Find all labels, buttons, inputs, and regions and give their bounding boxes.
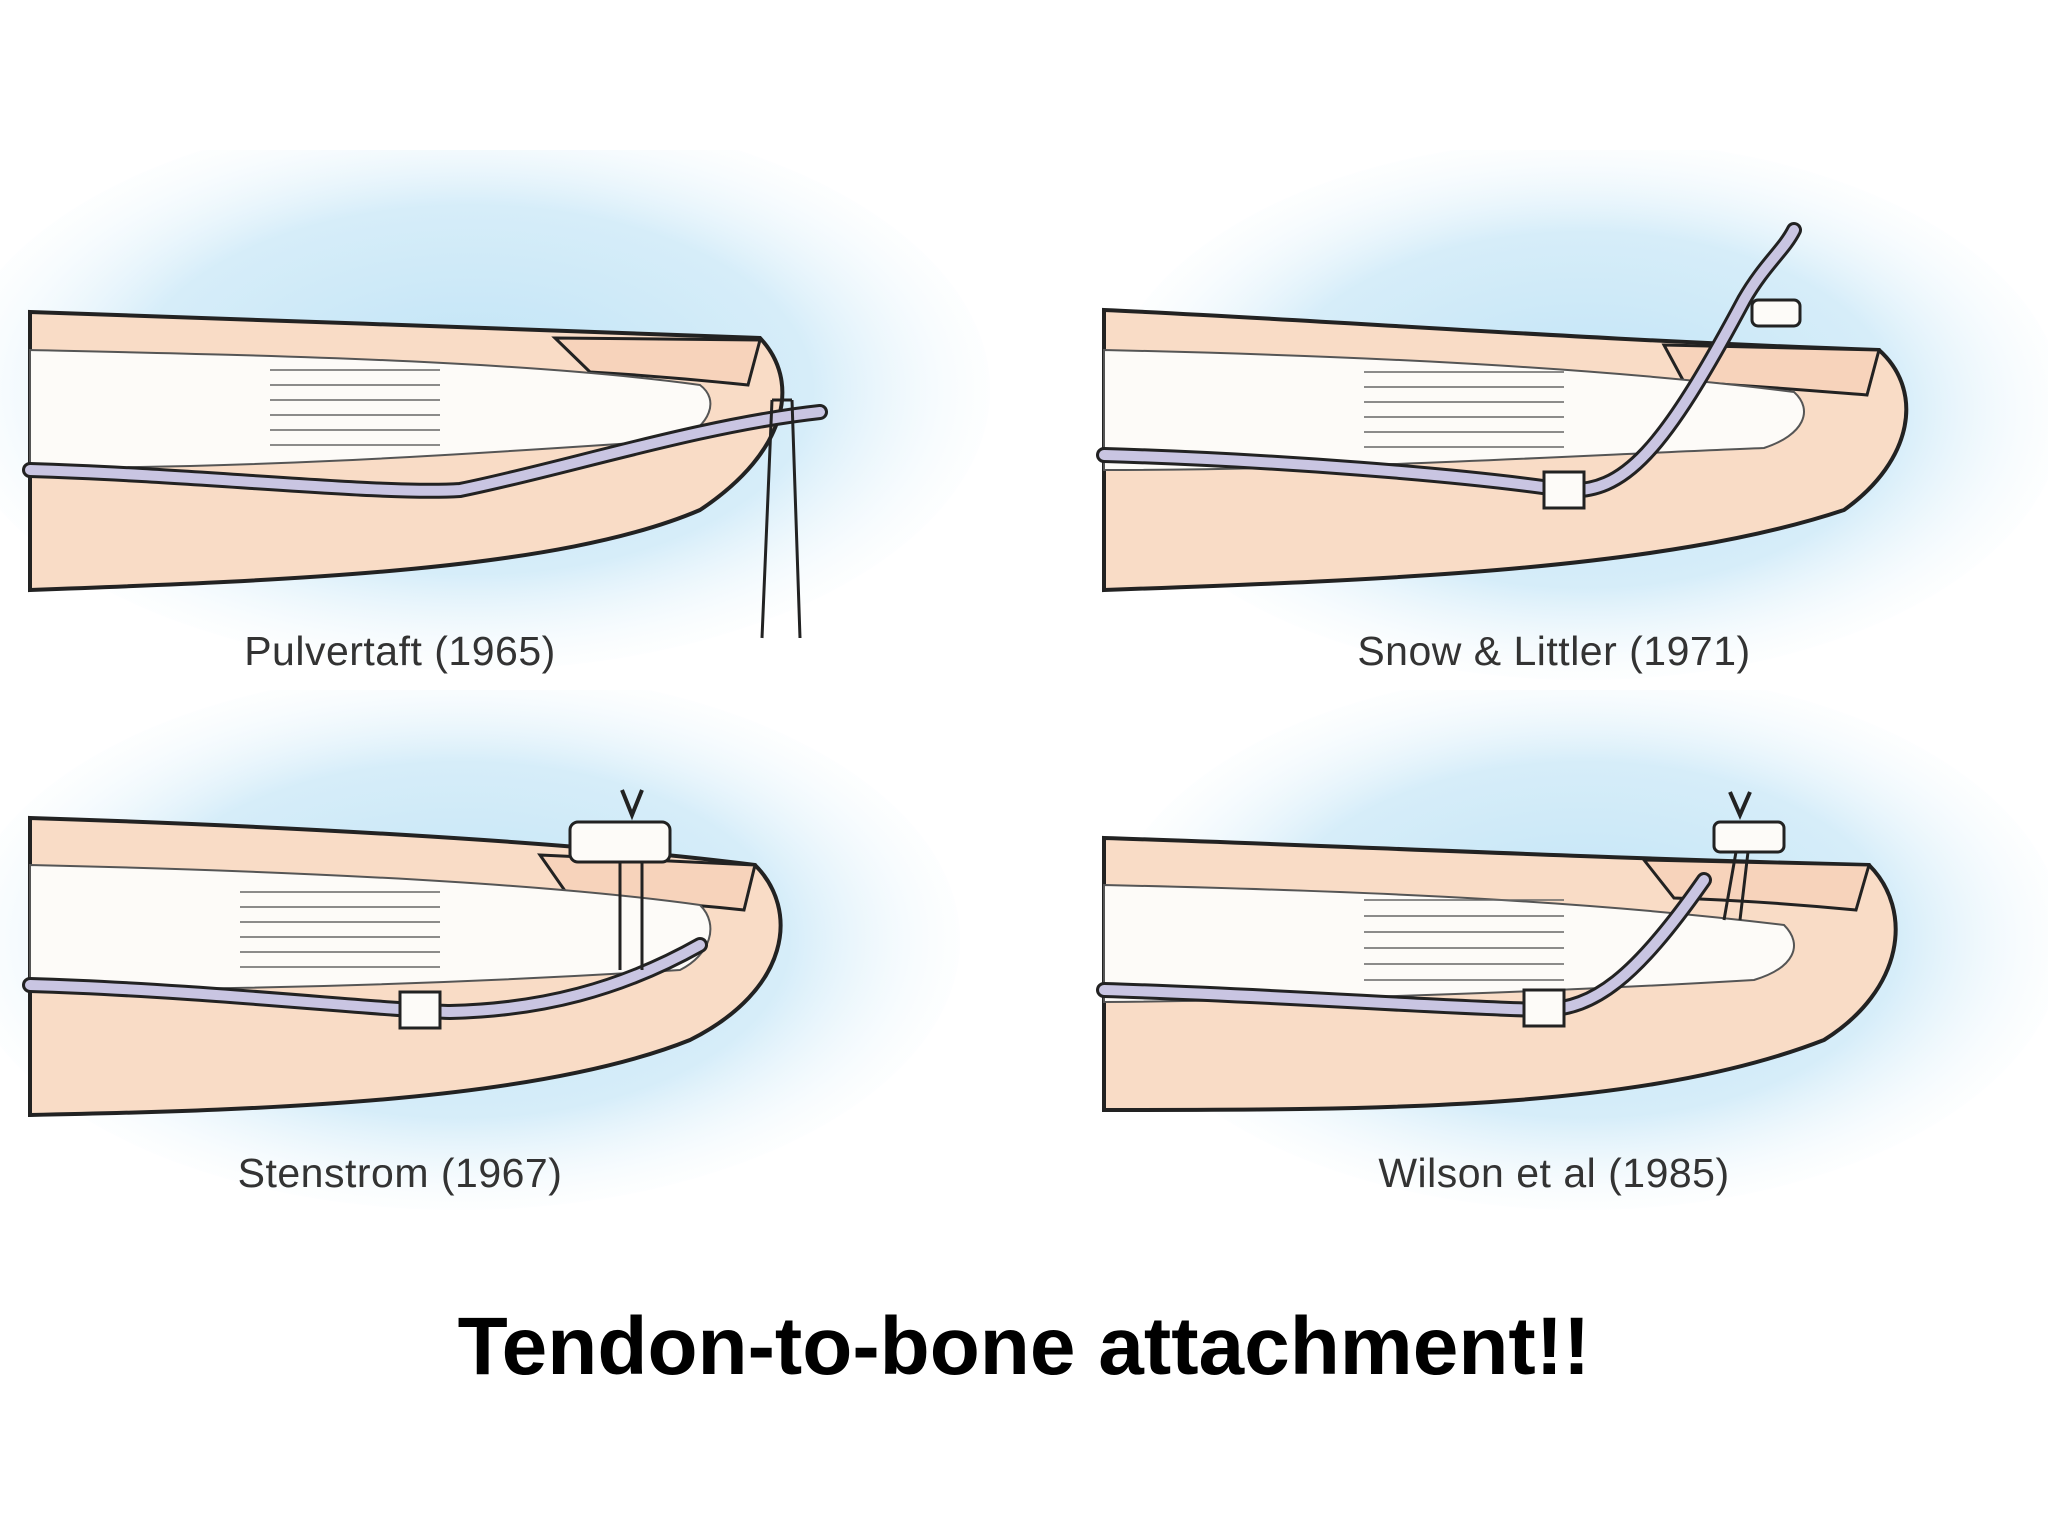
finger-diagram-pulvertaft — [0, 150, 990, 670]
panel-snow-littler: Snow & Littler (1971) — [1024, 150, 2048, 710]
panel-wilson: Wilson et al (1985) — [1024, 690, 2048, 1250]
caption-stenstrom: Stenstrom (1967) — [237, 1150, 563, 1196]
caption-snow-littler: Snow & Littler (1971) — [1357, 628, 1751, 674]
caption-wilson: Wilson et al (1985) — [1378, 1150, 1730, 1196]
caption-pulvertaft: Pulvertaft (1965) — [244, 628, 556, 674]
panel-pulvertaft: Pulvertaft (1965) — [0, 150, 1024, 710]
slide-title: Tendon-to-bone attachment!! — [457, 1301, 1591, 1392]
finger-diagram-snow-littler — [1096, 150, 2048, 680]
finger-diagram-stenstrom — [0, 690, 960, 1210]
finger-diagram-wilson — [1096, 690, 2048, 1210]
panel-stenstrom: Stenstrom (1967) — [0, 690, 1024, 1250]
